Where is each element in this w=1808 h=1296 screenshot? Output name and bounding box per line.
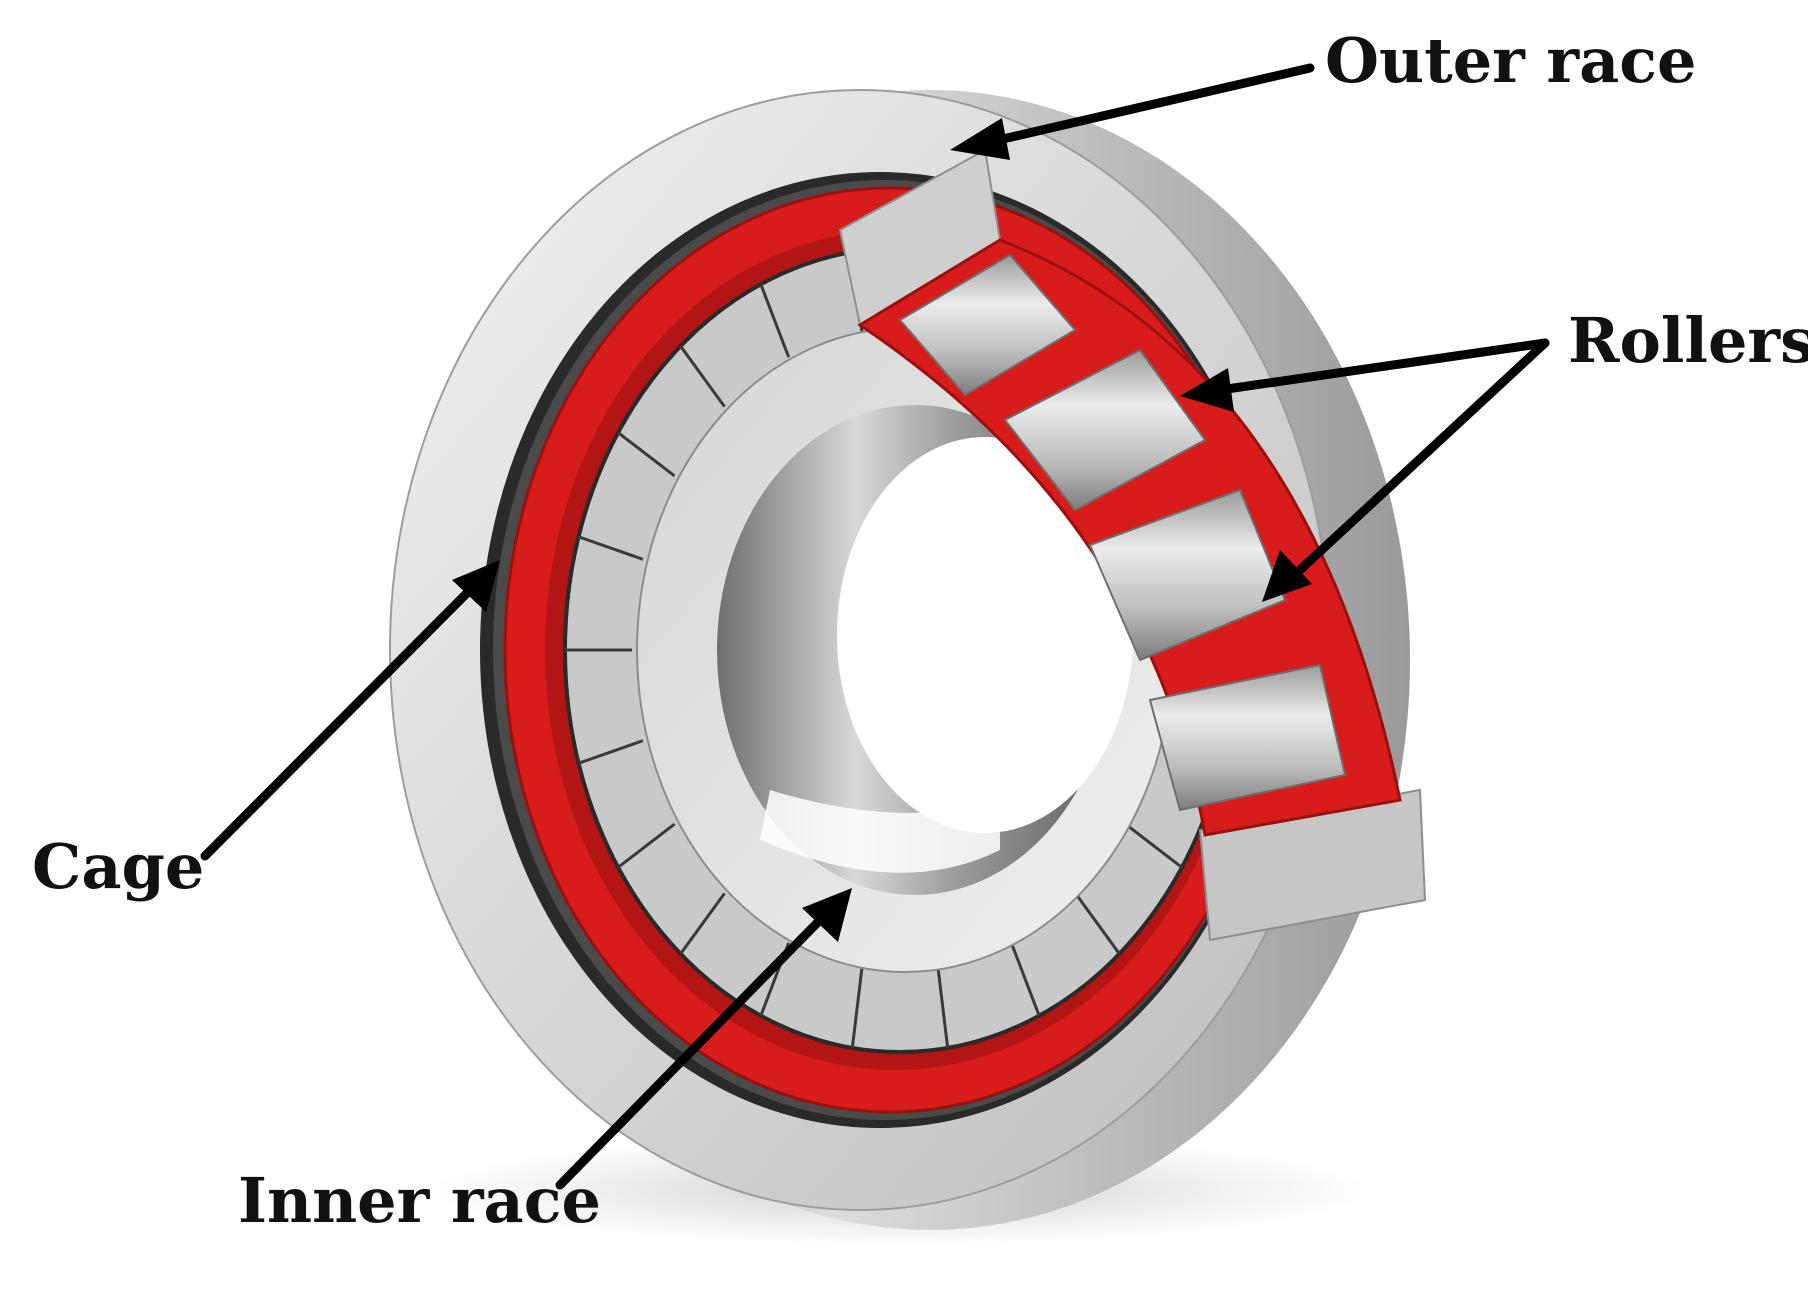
arrow-outer-race: [950, 63, 1315, 160]
label-rollers: Rollers: [1568, 304, 1808, 377]
roller-separator: [1009, 942, 1041, 1017]
roller-separator: [679, 892, 726, 955]
roller-separator: [578, 535, 644, 561]
label-cage: Cage: [32, 830, 204, 903]
label-outer-race: Outer race: [1325, 24, 1696, 97]
arrows: [200, 63, 1550, 1190]
roller: [898, 253, 1077, 397]
arrow-inner-race: [555, 888, 852, 1190]
roller-separator: [617, 822, 676, 869]
label-inner-race: Inner race: [238, 1164, 601, 1237]
roller-separator: [617, 431, 676, 478]
roller-separator: [850, 968, 864, 1049]
inner-race: [636, 327, 1174, 973]
roller-separator: [936, 968, 950, 1049]
roller: [1148, 663, 1347, 812]
bore-opening: [837, 437, 1133, 833]
roller-separator: [759, 283, 791, 358]
arrow-rollers-lower: [1262, 338, 1550, 602]
roller-separator: [679, 345, 726, 408]
cutaway: [838, 148, 1427, 942]
arrow-rollers-upper: [1180, 338, 1550, 412]
roller-separator: [578, 739, 644, 765]
roller: [1003, 348, 1207, 512]
roller-separator: [1074, 892, 1121, 955]
roller-separator: [1124, 822, 1183, 869]
arrow-cage: [200, 560, 500, 861]
roller: [1088, 488, 1287, 662]
